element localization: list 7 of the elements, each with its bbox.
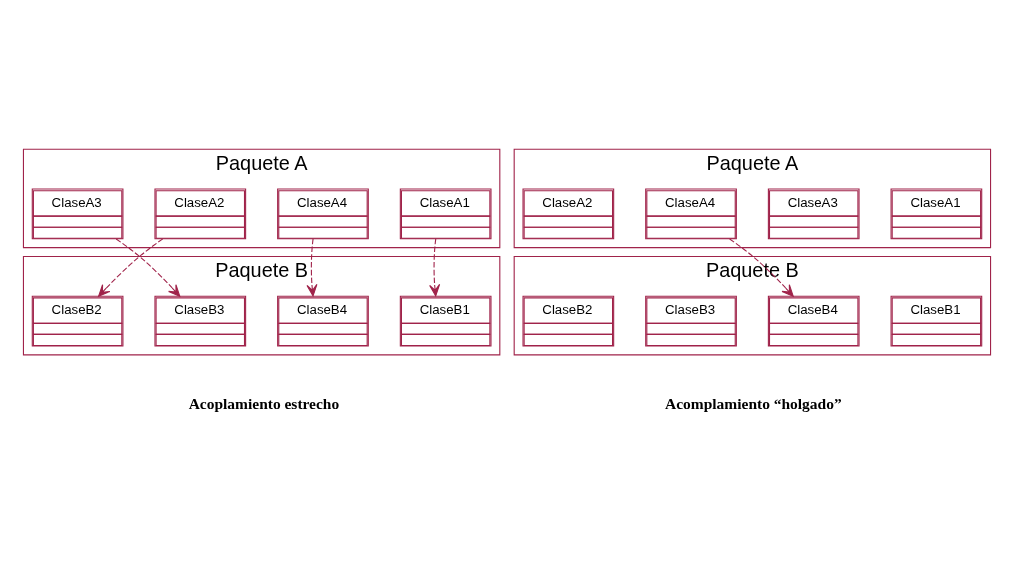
label: Acoplamiento estrecho [188,394,339,412]
arrow [115,238,180,297]
label: Acomplamiento “holgado” [664,394,842,412]
arrow [728,238,794,297]
arrow [305,238,317,297]
arrow [428,238,440,297]
arrow [97,238,163,297]
